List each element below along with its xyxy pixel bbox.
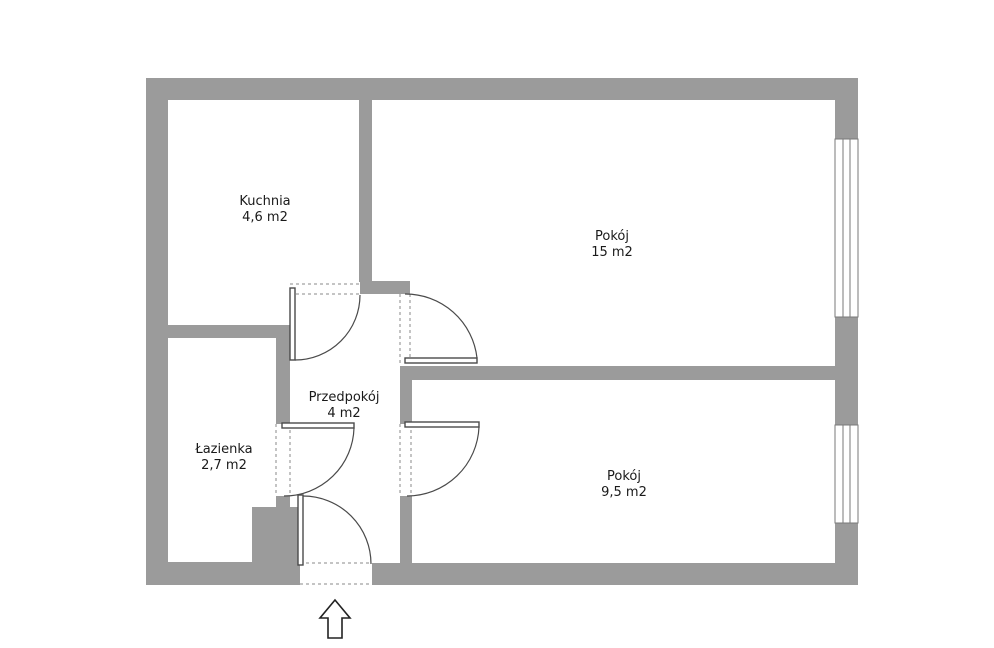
- room-area: 4 m2: [327, 406, 360, 421]
- small-room-floor: [412, 380, 835, 563]
- door-kitchen: [289, 282, 361, 361]
- window-upper: [834, 138, 859, 318]
- window-lower: [834, 424, 859, 524]
- room-name: Pokój: [595, 229, 629, 244]
- entrance-door: [297, 494, 372, 586]
- entrance-arrow-icon: [318, 598, 352, 639]
- room-label-small-room: Pokój 9,5 m2: [601, 469, 647, 500]
- room-label-large-room: Pokój 15 m2: [591, 229, 633, 260]
- room-area: 2,7 m2: [201, 458, 247, 473]
- room-area: 15 m2: [591, 245, 633, 260]
- large-room-floor: [372, 100, 835, 366]
- room-label-bathroom: Łazienka 2,7 m2: [194, 442, 252, 473]
- bathroom-floor: [168, 338, 276, 562]
- room-label-hallway: Przedpokój 4 m2: [309, 390, 380, 421]
- room-name: Łazienka: [194, 442, 252, 457]
- room-name: Przedpokój: [309, 390, 380, 405]
- room-area: 9,5 m2: [601, 485, 647, 500]
- room-name: Kuchnia: [239, 194, 290, 209]
- room-name: Pokój: [607, 469, 641, 484]
- room-floors: [168, 100, 835, 563]
- room-area: 4,6 m2: [242, 210, 288, 225]
- door-large-room: [399, 293, 478, 366]
- room-label-kitchen: Kuchnia 4,6 m2: [239, 194, 290, 225]
- door-small-room: [399, 421, 480, 497]
